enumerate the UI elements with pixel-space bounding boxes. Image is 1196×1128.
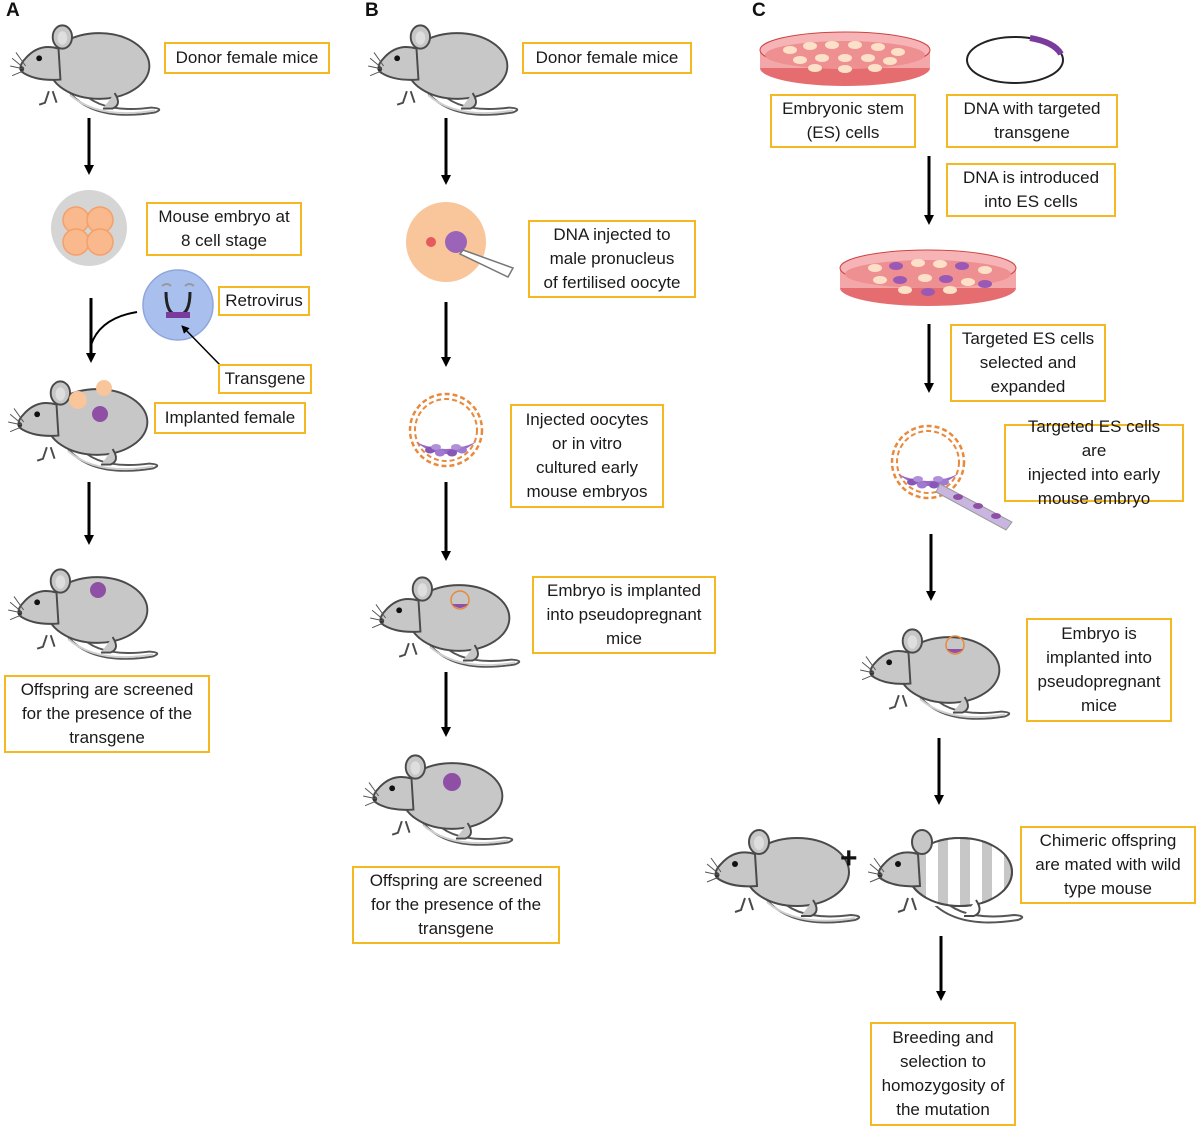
label-targeted-selected: Targeted ES cells selected and expanded bbox=[950, 324, 1106, 402]
implanted-mouse-icon-c bbox=[860, 628, 1011, 720]
label-embryo-implanted-b: Embryo is implanted into pseudopregnant … bbox=[532, 576, 716, 654]
blastocyst-icon-b bbox=[408, 392, 484, 468]
panel-label-b: B bbox=[365, 0, 379, 21]
label-dna-targeted: DNA with targeted transgene bbox=[946, 94, 1118, 148]
label-mouse-embryo: Mouse embryo at 8 cell stage bbox=[146, 202, 302, 256]
retrovirus-icon bbox=[142, 269, 214, 341]
panel-label-a: A bbox=[6, 0, 20, 21]
label-offspring-screened-a: Offspring are screened for the presence … bbox=[4, 675, 210, 753]
embryo-dot bbox=[96, 380, 112, 396]
embryo-ring bbox=[450, 590, 470, 610]
plus-sign: + bbox=[840, 842, 858, 875]
label-chimeric-offspring: Chimeric offspring are mated with wild t… bbox=[1020, 826, 1196, 904]
transgene-pointer bbox=[181, 325, 221, 366]
oocyte-icon bbox=[406, 202, 515, 282]
label-donor-female-b: Donor female mice bbox=[522, 42, 692, 74]
plasmid-icon bbox=[966, 35, 1064, 84]
label-injected-oocytes: Injected oocytes or in vitro cultured ea… bbox=[510, 404, 664, 508]
embryo-ring bbox=[945, 635, 965, 655]
offspring-mouse-icon-b bbox=[363, 754, 514, 846]
label-transgene: Transgene bbox=[218, 364, 312, 394]
panel-label-c: C bbox=[752, 0, 766, 21]
label-targeted-injected: Targeted ES cells are injected into earl… bbox=[1004, 417, 1184, 508]
label-es-cells: Embryonic stem (ES) cells bbox=[770, 94, 916, 148]
embryo-dot bbox=[69, 391, 87, 409]
donor-mouse-icon-b bbox=[368, 24, 519, 116]
embryo-mass bbox=[947, 649, 963, 653]
embryo-mass bbox=[452, 604, 468, 608]
embryo-icon bbox=[51, 190, 127, 266]
label-embryo-implanted-c: Embryo is implanted into pseudopregnant … bbox=[1026, 618, 1172, 722]
wild-type-mouse-icon bbox=[705, 829, 861, 924]
label-dna-introduced: DNA is introduced into ES cells bbox=[946, 163, 1116, 217]
transgene-dot bbox=[443, 773, 461, 791]
chimeric-mouse-icon bbox=[868, 829, 1024, 924]
transgene-dot bbox=[90, 582, 106, 598]
petri-dish-icon-2 bbox=[839, 249, 1017, 306]
offspring-mouse-icon-a bbox=[8, 568, 159, 660]
blastocyst-icon-c bbox=[890, 424, 966, 500]
label-offspring-screened-b: Offspring are screened for the presence … bbox=[352, 866, 560, 944]
donor-mouse-icon-a bbox=[10, 24, 161, 116]
label-donor-female-a: Donor female mice bbox=[164, 42, 330, 74]
label-implanted-female: Implanted female bbox=[154, 402, 306, 434]
label-retrovirus: Retrovirus bbox=[218, 286, 310, 316]
retrovirus-join-line bbox=[90, 311, 138, 346]
label-breeding-selection: Breeding and selection to homozygosity o… bbox=[870, 1022, 1016, 1126]
petri-dish-icon bbox=[759, 31, 931, 86]
implanted-mouse-icon-b bbox=[370, 576, 521, 668]
label-dna-injected: DNA injected to male pronucleus of ferti… bbox=[528, 220, 696, 298]
transgene-dot bbox=[92, 406, 108, 422]
